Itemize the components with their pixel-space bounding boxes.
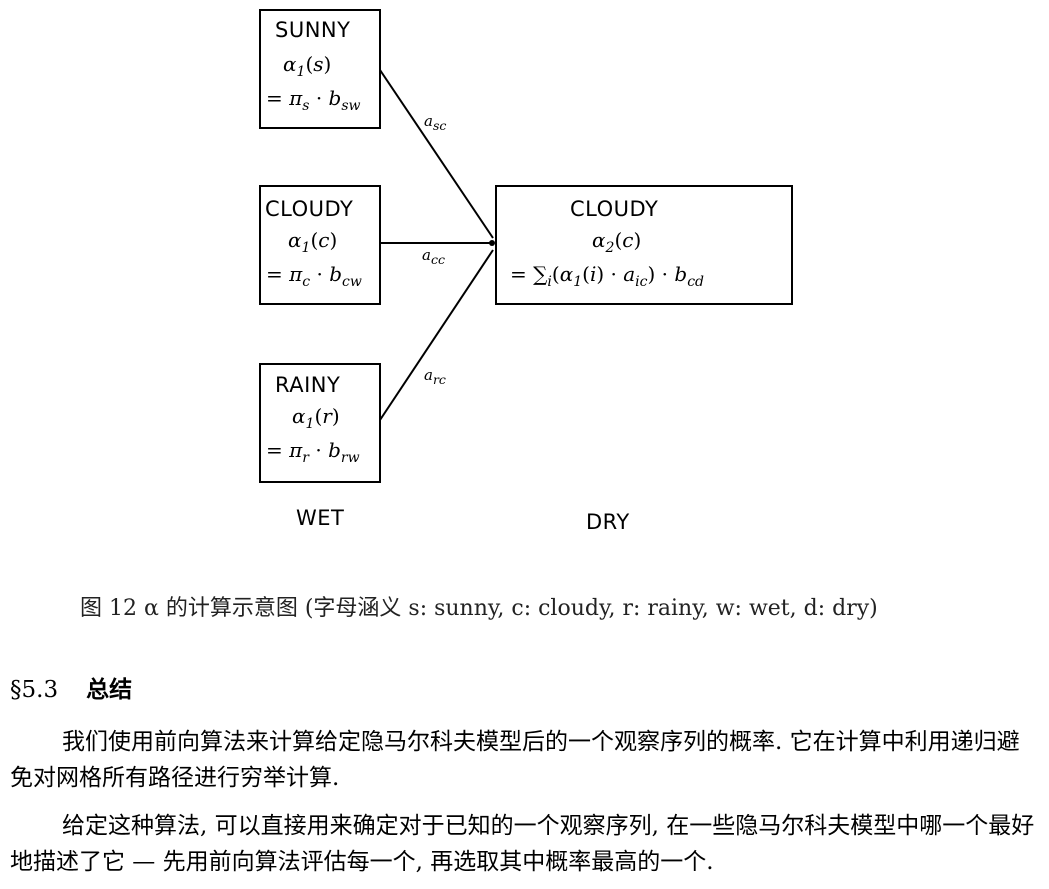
alpha-cloudy-t2: α2(c) — [592, 228, 642, 256]
section-heading: §5.3 总结 — [10, 670, 132, 704]
observation-dry: DRY — [586, 510, 630, 534]
trellis-edges — [379, 69, 495, 421]
alpha-sunny: α1(s) — [283, 52, 332, 80]
formula-sunny: = πs · bsw — [266, 86, 361, 114]
section-title: 总结 — [86, 677, 133, 703]
formula-cloudy-t1: = πc · bcw — [266, 262, 362, 290]
paragraph-1: 我们使用前向算法来计算给定隐马尔科夫模型后的一个观察序列的概率. 它在计算中利用… — [10, 729, 1020, 791]
state-box-cloudy-t2 — [495, 185, 793, 305]
formula-rainy: = πr · brw — [266, 438, 360, 466]
figure-caption: 图 12 α 的计算示意图 (字母涵义 s: sunny, c: cloudy,… — [80, 596, 878, 621]
alpha-cloudy-t1: α1(c) — [288, 228, 338, 256]
state-box-rainy — [259, 363, 381, 483]
formula-cloudy-t2: = ∑i(α1(i) · aic) · bcd — [510, 262, 704, 290]
state-label-sunny: SUNNY — [275, 18, 351, 42]
edge-sunny-cloudy — [379, 69, 494, 239]
paragraph-2: 给定这种算法, 可以直接用来确定对于已知的一个观察序列, 在一些隐马尔科夫模型中… — [10, 813, 1035, 875]
state-box-sunny — [259, 9, 381, 129]
edge-label-cc: acc — [422, 246, 445, 267]
section-number: §5.3 — [10, 677, 59, 703]
state-label-cloudy-t2: CLOUDY — [570, 197, 659, 221]
state-box-cloudy-t1 — [259, 185, 381, 305]
edge-rainy-cloudy — [379, 249, 494, 421]
edge-label-sc: asc — [424, 112, 447, 133]
edge-label-rc: arc — [424, 366, 446, 387]
edge-junction — [489, 240, 495, 246]
state-label-cloudy-t1: CLOUDY — [265, 197, 354, 221]
state-label-rainy: RAINY — [275, 373, 341, 397]
observation-wet: WET — [296, 506, 345, 530]
alpha-rainy: α1(r) — [292, 404, 340, 432]
